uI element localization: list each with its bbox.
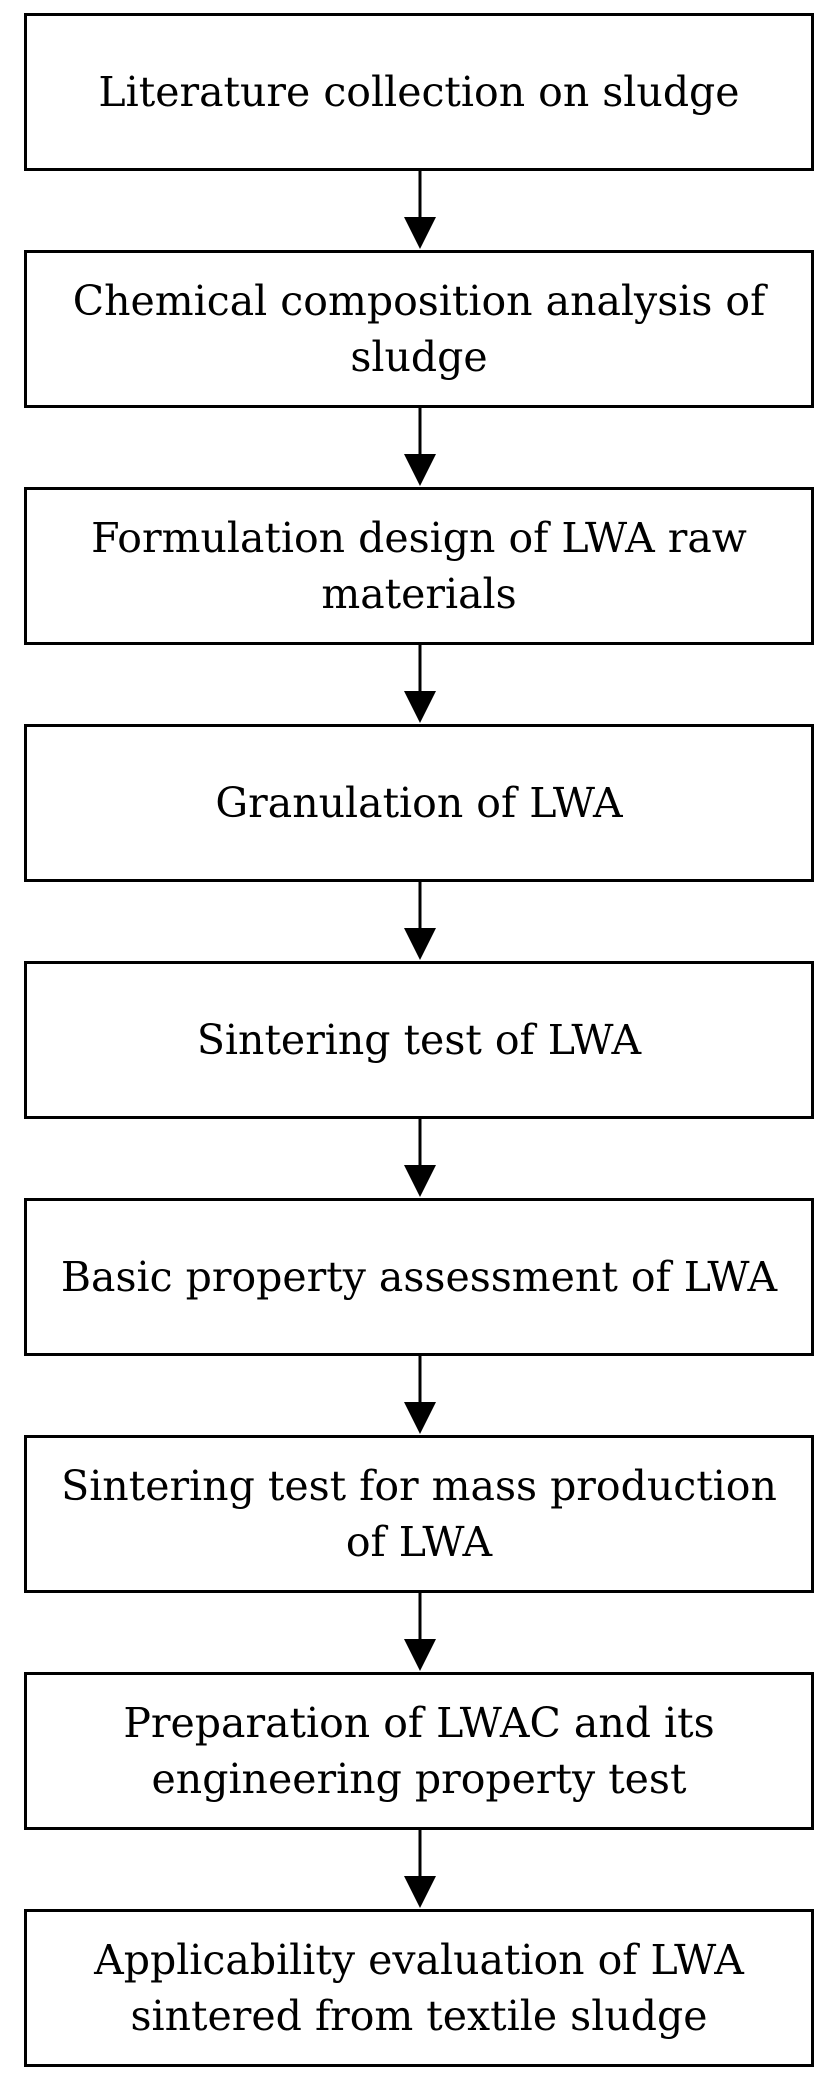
step-sintering-test: Sintering test of LWA — [24, 961, 814, 1119]
step-label: Literature collection on sludge — [98, 68, 740, 116]
arrow-down-icon — [404, 645, 436, 723]
step-lwac-preparation: Preparation of LWAC and its engineering … — [24, 1672, 814, 1830]
arrow-down-icon — [404, 1830, 436, 1908]
step-label: Sintering test of LWA — [196, 1016, 642, 1064]
step-label: Chemical composition analysis of sludge — [72, 277, 766, 381]
step-basic-property-assessment: Basic property assessment of LWA — [24, 1198, 814, 1356]
step-applicability-evaluation: Applicability evaluation of LWA sintered… — [24, 1909, 814, 2067]
step-formulation-design: Formulation design of LWA raw materials — [24, 487, 814, 645]
step-chemical-composition-analysis: Chemical composition analysis of sludge — [24, 250, 814, 408]
step-label: Preparation of LWAC and its engineering … — [123, 1699, 715, 1803]
step-label: Basic property assessment of LWA — [60, 1253, 778, 1301]
step-label: Sintering test for mass production of LW… — [61, 1462, 777, 1566]
arrow-down-icon — [404, 1356, 436, 1434]
step-mass-production-sintering: Sintering test for mass production of LW… — [24, 1435, 814, 1593]
arrow-down-icon — [404, 882, 436, 960]
step-granulation: Granulation of LWA — [24, 724, 814, 882]
step-label: Granulation of LWA — [215, 779, 623, 827]
arrow-down-icon — [404, 1119, 436, 1197]
arrow-down-icon — [404, 1593, 436, 1671]
step-label: Formulation design of LWA raw materials — [91, 514, 747, 618]
arrow-down-icon — [404, 171, 436, 249]
step-label: Applicability evaluation of LWA sintered… — [94, 1936, 744, 2040]
step-literature-collection: Literature collection on sludge — [24, 13, 814, 171]
arrow-down-icon — [404, 408, 436, 486]
